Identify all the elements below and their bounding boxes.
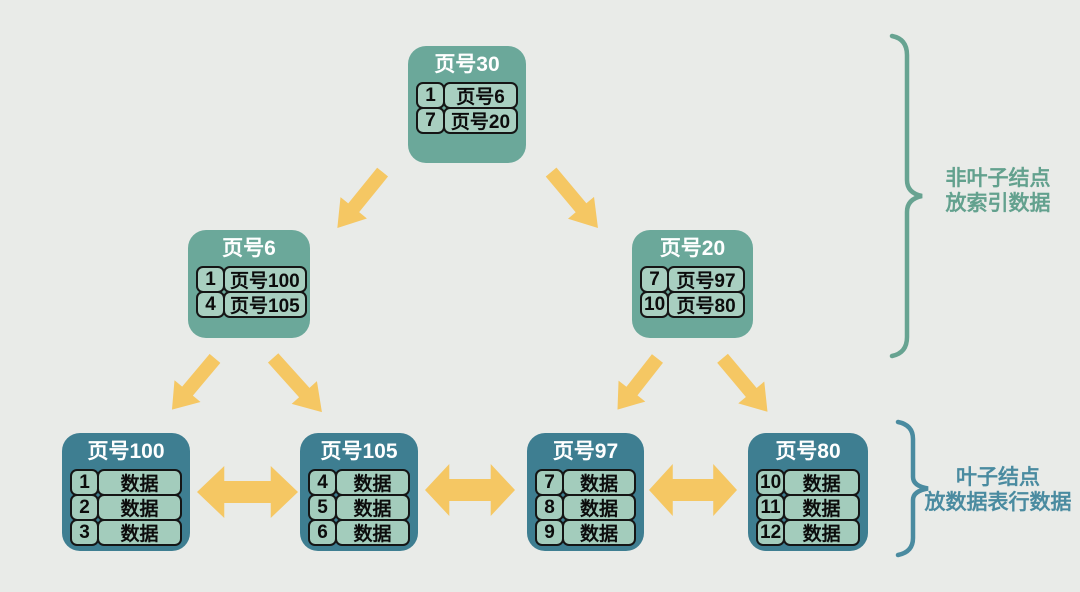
entry-key-cell: 1 [196, 266, 225, 293]
row-id-cell: 9 [535, 519, 564, 546]
node-entries: 1 页号100 4 页号105 [196, 266, 307, 318]
row-id-cell: 12 [756, 519, 786, 546]
row-id-cell: 7 [535, 469, 564, 496]
arrow-page20-to-page97-icon [604, 348, 671, 420]
data-row: 7 数据 [535, 469, 636, 496]
row-id-cell: 1 [70, 469, 99, 496]
node-title: 页号6 [222, 237, 276, 260]
row-data-cell: 数据 [562, 469, 636, 496]
row-data-cell: 数据 [562, 519, 636, 546]
arrow-leaf-link-100-105-icon [197, 466, 298, 518]
node-page-105: 页号105 4 数据 5 数据 6 数据 [300, 433, 418, 551]
row-id-cell: 8 [535, 494, 564, 521]
row-id-cell: 6 [308, 519, 337, 546]
node-page-100: 页号100 1 数据 2 数据 3 数据 [62, 433, 190, 551]
node-title: 页号105 [320, 440, 398, 463]
entry-key-cell: 7 [416, 107, 445, 134]
annotation-leaf: 叶子结点 放数据表行数据 [923, 465, 1073, 515]
entry-pointer-cell: 页号80 [667, 291, 745, 318]
data-row: 9 数据 [535, 519, 636, 546]
arrow-page6-to-page100-icon [159, 347, 228, 420]
row-data-cell: 数据 [335, 519, 410, 546]
entry-pointer-cell: 页号100 [223, 266, 307, 293]
node-entries: 7 页号97 10 页号80 [640, 266, 745, 318]
index-entry-row: 7 页号20 [416, 107, 518, 134]
row-data-cell: 数据 [335, 469, 410, 496]
node-page-97: 页号97 7 数据 8 数据 9 数据 [527, 433, 644, 551]
row-id-cell: 5 [308, 494, 337, 521]
row-data-cell: 数据 [97, 519, 182, 546]
arrow-root-to-page6-icon [324, 161, 396, 238]
data-row: 8 数据 [535, 494, 636, 521]
node-title: 页号20 [659, 237, 726, 260]
index-entry-row: 7 页号97 [640, 266, 745, 293]
row-id-cell: 4 [308, 469, 337, 496]
row-data-cell: 数据 [783, 469, 860, 496]
arrow-page20-to-page80-icon [709, 347, 780, 422]
annotation-leaf-line1: 叶子结点 [956, 466, 1040, 489]
entry-pointer-cell: 页号97 [667, 266, 745, 293]
index-entry-row: 10 页号80 [640, 291, 745, 318]
entry-key-cell: 10 [640, 291, 670, 318]
node-entries: 4 数据 5 数据 6 数据 [308, 469, 410, 546]
node-title: 页号80 [775, 440, 841, 463]
data-row: 4 数据 [308, 469, 410, 496]
row-data-cell: 数据 [783, 494, 860, 521]
node-page-30: 页号30 1 页号6 7 页号20 [408, 46, 526, 163]
row-data-cell: 数据 [335, 494, 410, 521]
entry-pointer-cell: 页号6 [443, 82, 518, 109]
index-entry-row: 1 页号100 [196, 266, 307, 293]
row-id-cell: 2 [70, 494, 99, 521]
data-row: 5 数据 [308, 494, 410, 521]
brace-leaf-icon [892, 419, 938, 558]
entry-key-cell: 1 [416, 82, 445, 109]
row-data-cell: 数据 [97, 469, 182, 496]
node-page-80: 页号80 10 数据 11 数据 12 数据 [748, 433, 868, 551]
brace-non-leaf-icon [886, 33, 932, 359]
arrow-page6-to-page105-icon [260, 347, 334, 424]
annotation-non-leaf-line2: 放索引数据 [945, 192, 1051, 215]
data-row: 10 数据 [756, 469, 860, 496]
row-data-cell: 数据 [97, 494, 182, 521]
data-row: 6 数据 [308, 519, 410, 546]
node-entries: 1 页号6 7 页号20 [416, 82, 518, 134]
row-data-cell: 数据 [562, 494, 636, 521]
index-entry-row: 4 页号105 [196, 291, 307, 318]
entry-key-cell: 7 [640, 266, 669, 293]
node-title: 页号97 [552, 440, 619, 463]
annotation-non-leaf-line1: 非叶子结点 [945, 167, 1051, 190]
row-data-cell: 数据 [783, 519, 860, 546]
node-page-20: 页号20 7 页号97 10 页号80 [632, 230, 753, 338]
node-entries: 1 数据 2 数据 3 数据 [70, 469, 182, 546]
data-row: 3 数据 [70, 519, 182, 546]
arrow-leaf-link-105-97-icon [425, 464, 515, 516]
annotation-leaf-line2: 放数据表行数据 [924, 491, 1072, 514]
node-entries: 7 数据 8 数据 9 数据 [535, 469, 636, 546]
arrow-leaf-link-97-80-icon [649, 464, 737, 516]
index-entry-row: 1 页号6 [416, 82, 518, 109]
data-row: 11 数据 [756, 494, 860, 521]
node-entries: 10 数据 11 数据 12 数据 [756, 469, 860, 546]
row-id-cell: 3 [70, 519, 99, 546]
node-title: 页号30 [434, 53, 500, 76]
annotation-non-leaf: 非叶子结点 放索引数据 [933, 166, 1063, 216]
row-id-cell: 11 [756, 494, 785, 521]
data-row: 2 数据 [70, 494, 182, 521]
row-id-cell: 10 [756, 469, 786, 496]
node-page-6: 页号6 1 页号100 4 页号105 [188, 230, 310, 338]
data-row: 12 数据 [756, 519, 860, 546]
entry-pointer-cell: 页号20 [443, 107, 518, 134]
arrow-root-to-page20-icon [538, 161, 611, 239]
data-row: 1 数据 [70, 469, 182, 496]
entry-pointer-cell: 页号105 [223, 291, 307, 318]
entry-key-cell: 4 [196, 291, 225, 318]
node-title: 页号100 [87, 440, 165, 463]
